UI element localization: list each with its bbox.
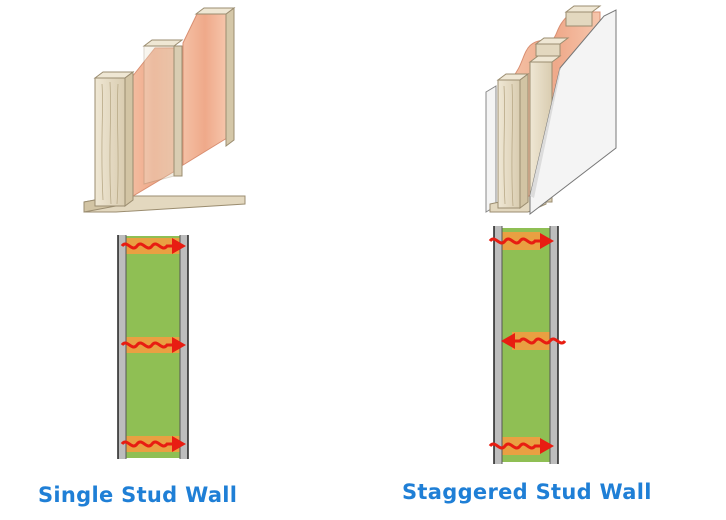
single-stud-wall-caption: Single Stud Wall [38,483,238,507]
stud-middle [142,39,184,47]
staggered-stud-wall-caption: Staggered Stud Wall [402,480,652,504]
drywall-layer [550,226,558,464]
single-stud-wall-3d [83,7,246,213]
stud-section [512,332,550,350]
drywall-back [485,85,497,213]
drywall-layer [180,235,188,459]
staggered-stud-wall-3d [485,5,617,216]
staggered-stud-section [488,226,567,464]
stud-rear [225,7,235,147]
insulation-batt-rear [182,13,228,166]
drywall-layer [494,226,502,464]
single-stud-section [117,235,189,459]
drywall-layer [118,235,126,459]
